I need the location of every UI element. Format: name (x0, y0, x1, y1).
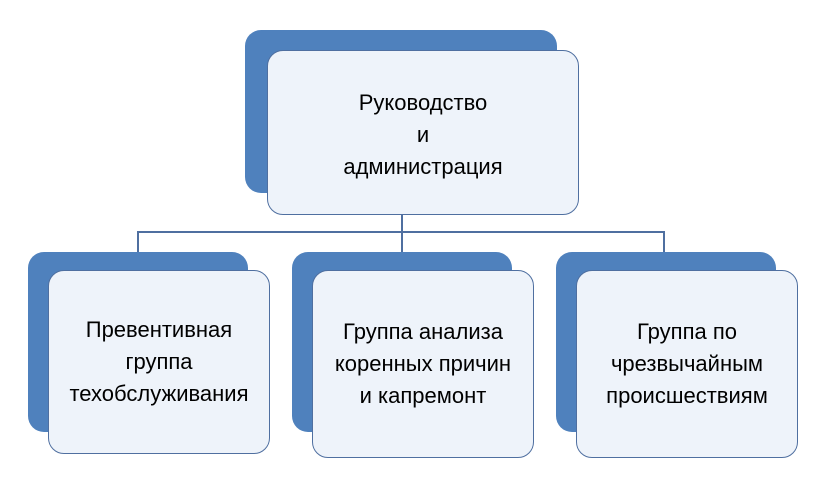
node-label: Руководство и администрация (343, 89, 503, 179)
node-front-card: Руководство и администрация (267, 50, 579, 215)
node-root-cause-analysis-group: Группа анализа коренных причин и капремо… (292, 252, 535, 458)
node-label: Группа анализа коренных причин и капремо… (334, 319, 512, 408)
node-front-card: Превентивная группа техобслуживания (48, 270, 270, 454)
node-front-card: Группа по чрезвычайным происшествиям (576, 270, 798, 458)
node-front-card: Группа анализа коренных причин и капремо… (312, 270, 534, 458)
node-emergency-group: Группа по чрезвычайным происшествиям (556, 252, 799, 458)
node-label: Группа по чрезвычайным происшествиям (606, 319, 768, 408)
node-management-and-administration: Руководство и администрация (245, 30, 580, 215)
node-preventive-maintenance-group: Превентивная группа техобслуживания (28, 252, 271, 454)
node-label: Превентивная группа техобслуживания (69, 317, 249, 406)
